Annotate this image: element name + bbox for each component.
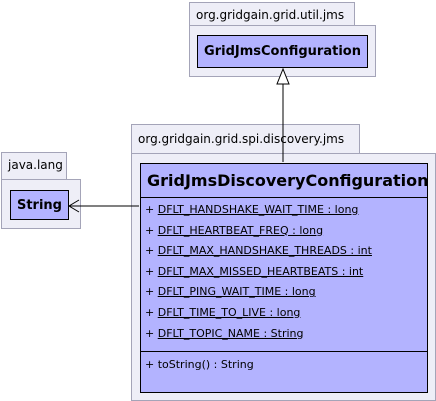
class-name-string: String bbox=[16, 197, 62, 213]
package-java-lang: String bbox=[1, 179, 81, 229]
attribute-dflt-topic-name: + DFLT_TOPIC_NAME : String bbox=[145, 324, 427, 345]
operation-list: + toString() : String bbox=[141, 352, 427, 371]
class-grid-jms-discovery-configuration[interactable]: GridJmsDiscoveryConfiguration + DFLT_HAN… bbox=[140, 163, 429, 393]
attribute-dflt-ping-wait-time: + DFLT_PING_WAIT_TIME : long bbox=[145, 282, 427, 303]
attribute-text: DFLT_MAX_MISSED_HEARTBEATS : int bbox=[157, 264, 364, 278]
class-string[interactable]: String bbox=[10, 190, 69, 220]
attribute-text: DFLT_HANDSHAKE_WAIT_TIME : long bbox=[157, 203, 359, 216]
package-tab-spi-discovery-jms: org.gridgain.grid.spi.discovery.jms bbox=[131, 124, 360, 154]
package-name-spi-discovery-jms: org.gridgain.grid.spi.discovery.jms bbox=[138, 132, 345, 146]
operation-text: toString() : String bbox=[157, 358, 254, 372]
attribute-visibility: + bbox=[145, 264, 155, 278]
attribute-dflt-handshake-wait-time: + DFLT_HANDSHAKE_WAIT_TIME : long bbox=[145, 200, 427, 221]
package-name-util-jms: org.gridgain.grid.util.jms bbox=[196, 8, 345, 22]
attribute-visibility: + bbox=[145, 223, 155, 237]
package-spi-discovery-jms: GridJmsDiscoveryConfiguration + DFLT_HAN… bbox=[131, 153, 436, 401]
dependency-arrowhead bbox=[68, 199, 80, 213]
attribute-dflt-time-to-live: + DFLT_TIME_TO_LIVE : long bbox=[145, 303, 427, 324]
attribute-text: DFLT_TOPIC_NAME : String bbox=[157, 326, 304, 340]
package-tab-util-jms: org.gridgain.grid.util.jms bbox=[189, 2, 355, 26]
package-name-java-lang: java.lang bbox=[8, 158, 63, 172]
package-util-jms: GridJmsConfiguration bbox=[189, 25, 376, 77]
package-tab-java-lang: java.lang bbox=[1, 152, 67, 180]
class-title: GridJmsDiscoveryConfiguration bbox=[141, 164, 429, 198]
attribute-dflt-heartbeat-freq: + DFLT_HEARTBEAT_FREQ : long bbox=[145, 221, 427, 242]
operation-visibility: + bbox=[145, 358, 155, 372]
attribute-visibility: + bbox=[145, 305, 155, 319]
operation-tostring: + toString() : String bbox=[145, 358, 427, 371]
attribute-text: DFLT_TIME_TO_LIVE : long bbox=[157, 305, 301, 319]
class-grid-jms-configuration[interactable]: GridJmsConfiguration bbox=[197, 35, 368, 68]
attribute-visibility: + bbox=[145, 326, 155, 340]
attribute-list: + DFLT_HANDSHAKE_WAIT_TIME : long+ DFLT_… bbox=[141, 198, 427, 344]
attribute-text: DFLT_HEARTBEAT_FREQ : long bbox=[157, 223, 324, 237]
class-name-grid-jms-configuration: GridJmsConfiguration bbox=[204, 44, 361, 59]
attribute-visibility: + bbox=[145, 244, 155, 258]
compartment-separator bbox=[141, 351, 427, 353]
attribute-visibility: + bbox=[145, 285, 155, 299]
attribute-dflt-max-missed-heartbeats: + DFLT_MAX_MISSED_HEARTBEATS : int bbox=[145, 262, 427, 283]
attribute-dflt-max-handshake-threads: + DFLT_MAX_HANDSHAKE_THREADS : int bbox=[145, 241, 427, 262]
generalization-arrowhead bbox=[276, 67, 290, 85]
attribute-text: DFLT_PING_WAIT_TIME : long bbox=[157, 285, 316, 299]
attribute-visibility: + bbox=[145, 203, 155, 216]
attribute-text: DFLT_MAX_HANDSHAKE_THREADS : int bbox=[157, 244, 372, 258]
